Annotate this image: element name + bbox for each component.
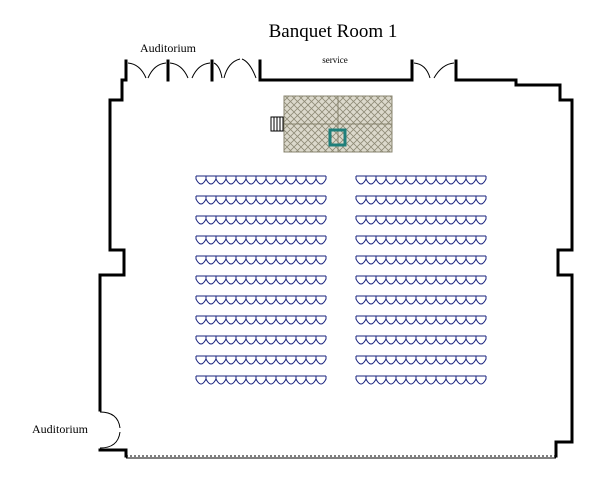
chair-row-outline bbox=[195, 296, 327, 305]
chair-row bbox=[195, 255, 327, 265]
chair-row-outline bbox=[355, 336, 487, 345]
chair-row-outline bbox=[195, 216, 327, 225]
chair-row bbox=[195, 315, 327, 325]
door-swing-3 bbox=[169, 62, 189, 79]
chair-row-outline bbox=[355, 316, 487, 325]
chair-row bbox=[195, 195, 327, 205]
room-walls bbox=[98, 59, 574, 459]
chair-row bbox=[195, 235, 327, 245]
chair-row-outline bbox=[355, 276, 487, 285]
page-title: Banquet Room 1 bbox=[269, 21, 398, 42]
chair-row-outline bbox=[355, 216, 487, 225]
top-wall-center bbox=[258, 59, 414, 82]
stage-platform bbox=[270, 95, 393, 153]
door-swing-7 bbox=[241, 58, 257, 79]
chair-row bbox=[355, 215, 487, 225]
chair-row-outline bbox=[355, 196, 487, 205]
chair-row-outline bbox=[355, 356, 487, 365]
podium bbox=[328, 128, 347, 147]
chair-row bbox=[355, 355, 487, 365]
chair-row-outline bbox=[195, 176, 327, 185]
chair-row bbox=[195, 355, 327, 365]
stage-steps bbox=[270, 116, 284, 132]
door-swing-9 bbox=[433, 62, 455, 79]
chair-row bbox=[355, 235, 487, 245]
chair-row bbox=[355, 255, 487, 265]
chair-row-outline bbox=[195, 336, 327, 345]
chair-row-outline bbox=[355, 256, 487, 265]
doors bbox=[99, 58, 455, 449]
chair-row bbox=[355, 375, 487, 385]
top-right-wall bbox=[454, 59, 574, 458]
door-swing-1 bbox=[127, 62, 147, 79]
door-swing-5 bbox=[213, 62, 223, 79]
chair-row-outline bbox=[195, 376, 327, 385]
auditorium-label-left: Auditorium bbox=[32, 422, 89, 436]
seating-section-left bbox=[195, 175, 327, 385]
chair-row bbox=[355, 195, 487, 205]
chair-row-outline bbox=[195, 236, 327, 245]
top-left-wall bbox=[98, 59, 128, 412]
chair-row-outline bbox=[195, 196, 327, 205]
chair-row bbox=[195, 295, 327, 305]
chair-row bbox=[355, 275, 487, 285]
chair-row-outline bbox=[355, 296, 487, 305]
chair-row bbox=[355, 175, 487, 185]
chair-row-outline bbox=[195, 276, 327, 285]
seating-area bbox=[195, 175, 487, 385]
door-swing-6 bbox=[223, 58, 241, 79]
chair-row-outline bbox=[195, 316, 327, 325]
chair-row-outline bbox=[355, 176, 487, 185]
chair-row-outline bbox=[355, 376, 487, 385]
door-swing-4 bbox=[191, 62, 211, 79]
bottom-left-wall bbox=[98, 448, 128, 458]
door-swing-10 bbox=[99, 411, 121, 429]
chair-row-outline bbox=[355, 236, 487, 245]
chair-row bbox=[195, 375, 327, 385]
auditorium-label-top: Auditorium bbox=[140, 41, 197, 55]
chair-row bbox=[195, 215, 327, 225]
chair-row bbox=[355, 335, 487, 345]
chair-row bbox=[355, 315, 487, 325]
chair-row-outline bbox=[195, 256, 327, 265]
chair-row-outline bbox=[195, 356, 327, 365]
door-swing-8 bbox=[413, 62, 431, 79]
chair-row bbox=[355, 295, 487, 305]
seating-section-right bbox=[355, 175, 487, 385]
door-swing-2 bbox=[147, 62, 167, 79]
chair-row bbox=[195, 175, 327, 185]
door-swing-11 bbox=[99, 431, 121, 449]
chair-row bbox=[195, 275, 327, 285]
chair-row bbox=[195, 335, 327, 345]
service-label: service bbox=[322, 55, 347, 65]
